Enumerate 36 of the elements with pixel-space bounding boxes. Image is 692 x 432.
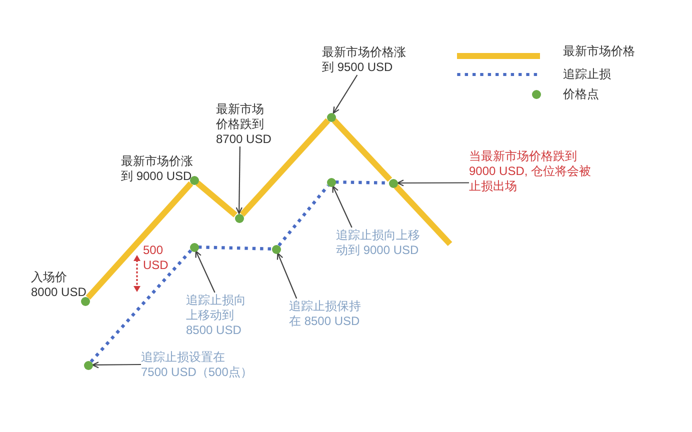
pointer-arrow — [92, 362, 141, 368]
price-line — [332, 118, 392, 182]
point-caption: 最新市场价涨到 9000 USD — [121, 154, 194, 184]
trailing-stop-line — [278, 184, 330, 247]
price-point-dot — [272, 244, 280, 254]
annotation-text: 最新市场价格跌到 8700 USD — [216, 102, 273, 146]
dimension-label: 500 USD — [143, 243, 170, 273]
price-point-dot — [326, 112, 336, 122]
pointer-arrow — [332, 74, 358, 114]
price-line — [86, 181, 194, 300]
annotation-text: 当最新市场价格跌到 9000 USD, 仓位将会被止损出场 — [469, 149, 593, 194]
legend-label: 价格点 — [563, 86, 599, 102]
annotation-text: 最新市场价格涨到 9500 USD — [322, 45, 410, 75]
annotation-text: 追踪止损设置在 7500 USD（500点） — [141, 350, 254, 380]
pointer-arrow — [276, 252, 298, 299]
annotation-text: 追踪止损向上移动到 9000 USD — [336, 228, 424, 258]
price-point-dot — [84, 360, 92, 370]
price-point-dot — [190, 242, 198, 252]
price-line — [240, 118, 330, 217]
annotation-text: 追踪止损向上移动到 8500 USD — [186, 292, 250, 338]
pointer-arrow — [332, 186, 352, 228]
pointer-arrow — [195, 250, 216, 293]
annotation-text: 追踪止损保持在 8500 USD — [289, 298, 365, 328]
price-point-dot — [190, 176, 198, 184]
price-point-dot — [326, 178, 336, 186]
price-line — [394, 184, 452, 246]
price-point-dot — [80, 296, 90, 306]
point-caption: 入场价 8000 USD — [31, 270, 88, 300]
legend-label: 最新市场价格 — [563, 44, 635, 60]
trailing-stop-line — [90, 249, 192, 363]
price-line — [196, 180, 238, 218]
pointer-arrow — [236, 146, 242, 214]
legend-label: 追踪止损 — [563, 67, 611, 82]
price-point-dot — [388, 178, 398, 188]
trailing-stop-line — [198, 246, 272, 250]
pointer-arrow — [396, 180, 469, 186]
